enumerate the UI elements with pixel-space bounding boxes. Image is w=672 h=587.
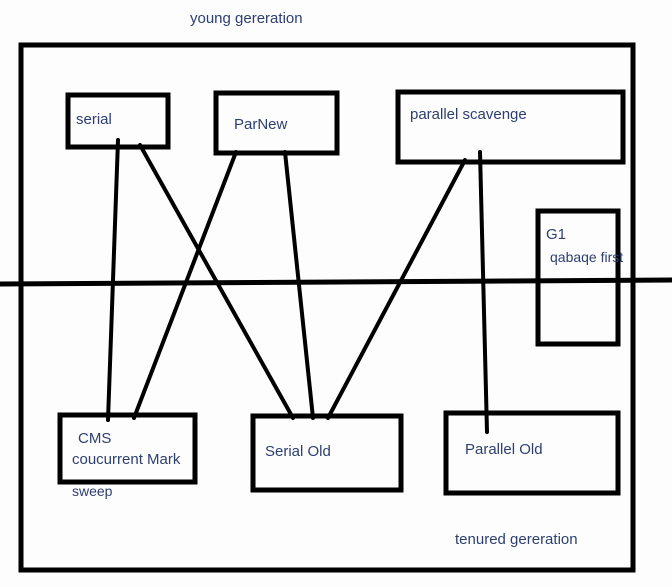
heap-frame <box>18 42 636 573</box>
serial-label: serial <box>76 111 112 128</box>
young-generation-label: young gereration <box>190 10 303 27</box>
connector-parnew-to-cms <box>132 150 238 420</box>
parnew-box <box>213 90 340 156</box>
serial-old-label: Serial Old <box>265 443 331 460</box>
connector-serial-to-serial-old <box>138 143 295 420</box>
parallel-old-box <box>443 410 621 496</box>
cms-box <box>57 412 198 485</box>
g1-box <box>535 208 621 347</box>
g1-label: G1 <box>546 226 567 243</box>
g1-description-label: qabaqe first <box>550 249 624 265</box>
connector-parallel-scavenge-to-serial-old <box>326 158 467 420</box>
parnew-label: ParNew <box>234 116 288 133</box>
generation-divider <box>0 277 672 287</box>
connector-parallel-scavenge-to-parallel-old <box>478 150 489 434</box>
tenured-generation-label: tenured gereration <box>455 531 578 548</box>
parallel-old-label: Parallel Old <box>465 441 543 458</box>
parallel-scavenge-box <box>395 89 626 165</box>
connector-serial-to-cms <box>106 138 120 422</box>
parallel-scavenge-label: parallel scavenge <box>410 106 527 123</box>
cms-description-line2: sweep <box>72 483 113 499</box>
cms-label: CMS <box>78 430 112 447</box>
connector-parnew-to-serial-old <box>283 150 315 420</box>
cms-description-line1: coucurrent Mark <box>72 451 181 468</box>
